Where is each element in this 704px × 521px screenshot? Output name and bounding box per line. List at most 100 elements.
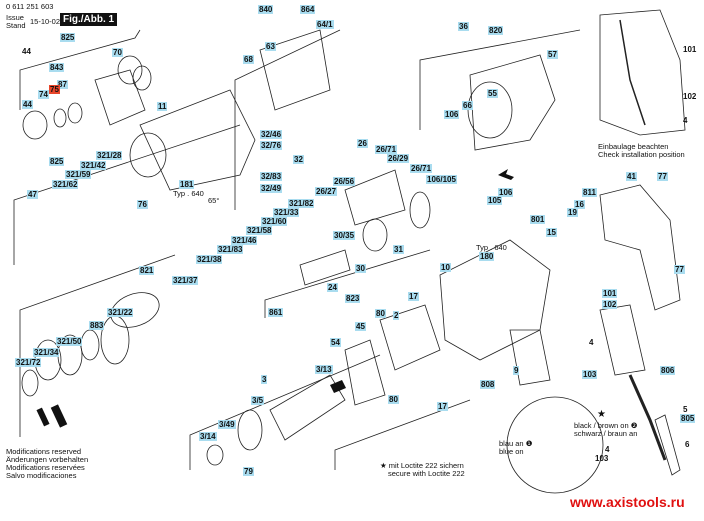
part-label: 180 bbox=[479, 252, 495, 261]
part-label: 102 bbox=[683, 92, 697, 101]
part-label: 181 bbox=[179, 180, 195, 189]
part-label: 321/46 bbox=[231, 236, 258, 245]
bracket-825-top bbox=[19, 29, 141, 110]
part-806-cable bbox=[628, 374, 667, 461]
part-label: 30/35 bbox=[333, 231, 356, 240]
issue-date: 15-10-02 bbox=[30, 17, 61, 26]
part-label: 805 bbox=[680, 414, 696, 423]
part-label: 861 bbox=[268, 308, 284, 317]
part-label: 101 bbox=[683, 45, 697, 54]
part-label: 36 bbox=[458, 22, 469, 31]
part-label: 80 bbox=[388, 395, 399, 404]
part-label: Typ . 640 bbox=[173, 189, 204, 198]
part-321-37 bbox=[110, 292, 160, 328]
part-label: 321/82 bbox=[288, 199, 315, 208]
part-label: 103 bbox=[595, 454, 609, 463]
part-label: 9 bbox=[513, 366, 520, 375]
figure-title: Fig./Abb. 1 bbox=[60, 13, 118, 26]
bracket-821 bbox=[19, 254, 176, 437]
mods-note: Modifications reserved bbox=[6, 447, 82, 456]
part-label: 3 bbox=[261, 375, 268, 384]
part-label: 825 bbox=[60, 33, 76, 42]
bracket-823 bbox=[264, 249, 431, 318]
part-label: 808 bbox=[480, 380, 496, 389]
part-label: 17 bbox=[437, 402, 448, 411]
bracket-840 bbox=[234, 29, 341, 210]
part-label: 6 bbox=[685, 440, 690, 449]
star-icon: ★ bbox=[597, 409, 606, 420]
part-label: 17 bbox=[408, 292, 419, 301]
part-label: 32/83 bbox=[260, 172, 283, 181]
part-label: 105 bbox=[487, 196, 503, 205]
part-number: 0 611 251 603 bbox=[6, 2, 54, 11]
part-label: 825 bbox=[49, 157, 65, 166]
bracket-820 bbox=[419, 29, 581, 130]
part-label: 11 bbox=[157, 102, 168, 111]
install-note-de: Einbaulage beachten bbox=[598, 142, 669, 151]
part-label: 823 bbox=[345, 294, 361, 303]
part-label: 102 bbox=[602, 300, 618, 309]
part-label: 321/62 bbox=[52, 180, 79, 189]
install-note-en: Check installation position bbox=[598, 150, 685, 159]
part-label: 47 bbox=[27, 190, 38, 199]
part-label: 106/105 bbox=[426, 175, 457, 184]
part-label: 55 bbox=[487, 89, 498, 98]
part-label: 31 bbox=[393, 245, 404, 254]
part-label: 26/71 bbox=[375, 145, 398, 154]
part-label: 26/71 bbox=[410, 164, 433, 173]
part-label: 44 bbox=[22, 47, 31, 56]
part-label: 63 bbox=[265, 42, 276, 51]
mods-note: Modifications reservées bbox=[6, 463, 85, 472]
part-label: 70 bbox=[112, 48, 123, 57]
part-820 bbox=[469, 54, 556, 151]
part-label: 15 bbox=[546, 228, 557, 237]
mods-note: Änderungen vorbehalten bbox=[6, 455, 89, 464]
part-label: 321/59 bbox=[65, 170, 92, 179]
part-6-sleeve bbox=[654, 414, 681, 476]
wire-note-blue-de: blau an ❶ bbox=[499, 439, 533, 448]
part-11-housing bbox=[139, 89, 256, 191]
part-label: 3/14 bbox=[199, 432, 217, 441]
part-label: 26/29 bbox=[387, 154, 410, 163]
loctite-note-de: ★ mit Loctite 222 sichern bbox=[380, 461, 464, 470]
part-label: 321/34 bbox=[33, 348, 60, 357]
part-label: 321/58 bbox=[246, 226, 273, 235]
part-label: 79 bbox=[243, 467, 254, 476]
part-label: 75 bbox=[49, 85, 60, 94]
part-label: 54 bbox=[330, 338, 341, 347]
part-label: 321/28 bbox=[96, 151, 123, 160]
part-label: 5 bbox=[683, 405, 688, 414]
part-26 bbox=[344, 169, 406, 226]
part-label: 321/42 bbox=[80, 161, 107, 170]
part-label: 321/37 bbox=[172, 276, 199, 285]
part-label: 321/83 bbox=[217, 245, 244, 254]
part-45 bbox=[344, 339, 386, 406]
part-label: 321/38 bbox=[196, 255, 223, 264]
part-label: 2 bbox=[393, 311, 400, 320]
part-label: 106 bbox=[444, 110, 460, 119]
wire-note-black-en: black / brown on ❷ bbox=[574, 421, 638, 430]
part-label: 820 bbox=[488, 26, 504, 35]
part-label: 32 bbox=[293, 155, 304, 164]
part-label: 321/60 bbox=[261, 217, 288, 226]
part-54-brush bbox=[330, 380, 346, 393]
part-label: 10 bbox=[440, 263, 451, 272]
part-label: 44 bbox=[22, 100, 33, 109]
part-label: 87 bbox=[57, 80, 68, 89]
bracket-3 bbox=[189, 354, 381, 470]
wire-note-blue-en: blue on bbox=[499, 447, 524, 456]
part-label: 103 bbox=[582, 370, 598, 379]
part-label: 821 bbox=[139, 266, 155, 275]
part-label: 106 bbox=[498, 188, 514, 197]
loctite-note-en: secure with Loctite 222 bbox=[388, 469, 465, 478]
part-label: 32/49 bbox=[260, 184, 283, 193]
part-label: 77 bbox=[657, 172, 668, 181]
part-3-armature bbox=[269, 374, 346, 441]
part-label: 883 bbox=[89, 321, 105, 330]
part-label: 321/22 bbox=[107, 308, 134, 317]
part-label: Typ . 640 bbox=[476, 243, 507, 252]
part-label: 41 bbox=[626, 172, 637, 181]
part-label: 3/13 bbox=[315, 365, 333, 374]
